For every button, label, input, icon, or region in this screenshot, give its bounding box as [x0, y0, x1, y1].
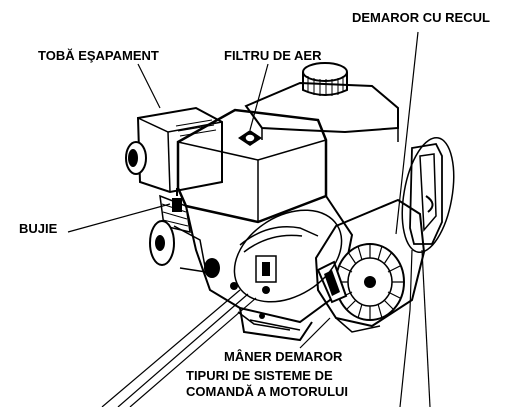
- recoil-starter: [314, 198, 426, 328]
- engine-block: [149, 188, 354, 342]
- label-air-filter: FILTRU DE AER: [224, 48, 322, 63]
- label-recoil-starter: DEMAROR CU RECUL: [352, 10, 490, 25]
- right-control-callout-circle: [401, 136, 455, 254]
- label-spark-plug: BUJIE: [19, 221, 58, 236]
- control-linkage: [230, 226, 319, 294]
- label-control-types-line2: COMANDĂ A MOTORULUI: [186, 384, 349, 399]
- label-muffler: TOBĂ EŞAPAMENT: [38, 48, 159, 63]
- engine-control-box: [409, 143, 443, 245]
- leader-lines: [67, 31, 431, 407]
- label-starter-grip: MÂNER DEMAROR: [224, 349, 343, 364]
- control-system-callout-circle: [233, 209, 343, 303]
- engine-base: [237, 311, 381, 333]
- label-control-types-line1: TIPURI DE SISTEME DE: [186, 368, 333, 383]
- fuel-cap-icon: [302, 62, 348, 96]
- muffler: [125, 106, 223, 194]
- starter-grip-icon: [316, 260, 348, 304]
